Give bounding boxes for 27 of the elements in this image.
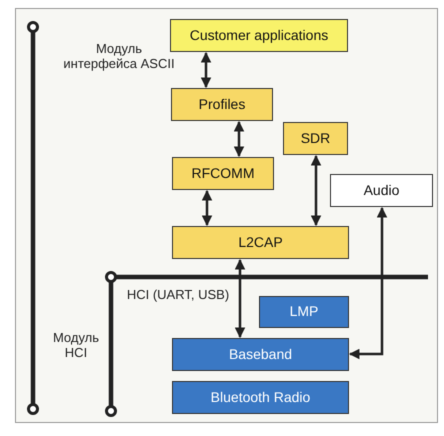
module-box xyxy=(172,157,274,190)
arrow xyxy=(200,52,212,88)
module-box xyxy=(170,19,348,52)
box-label: Profiles xyxy=(198,96,246,112)
module-box xyxy=(171,88,273,121)
box-label: SDR xyxy=(300,130,330,146)
module-label: Модуль интерфейса ASCII xyxy=(62,42,176,72)
module-label: Модуль HCI xyxy=(52,331,100,361)
box-label: Customer applications xyxy=(190,28,328,44)
layer-box xyxy=(172,381,349,414)
arrow xyxy=(310,154,322,226)
layer-box xyxy=(259,296,349,328)
box-label: Audio xyxy=(364,182,400,198)
arrow xyxy=(234,120,244,158)
layer-box xyxy=(172,338,349,371)
module-label: HCI (UART, USB) xyxy=(126,288,230,303)
box-label: RFCOMM xyxy=(192,166,254,182)
arrow xyxy=(202,190,212,226)
arrow xyxy=(348,206,388,360)
box-label: L2CAP xyxy=(238,234,283,250)
arrow xyxy=(234,258,246,338)
box-label: Bluetooth Radio xyxy=(210,390,310,406)
module-box xyxy=(172,226,349,259)
module-box xyxy=(330,174,433,207)
box-label: Baseband xyxy=(228,346,292,362)
box-label: LMP xyxy=(290,304,318,320)
module-box xyxy=(283,122,348,155)
